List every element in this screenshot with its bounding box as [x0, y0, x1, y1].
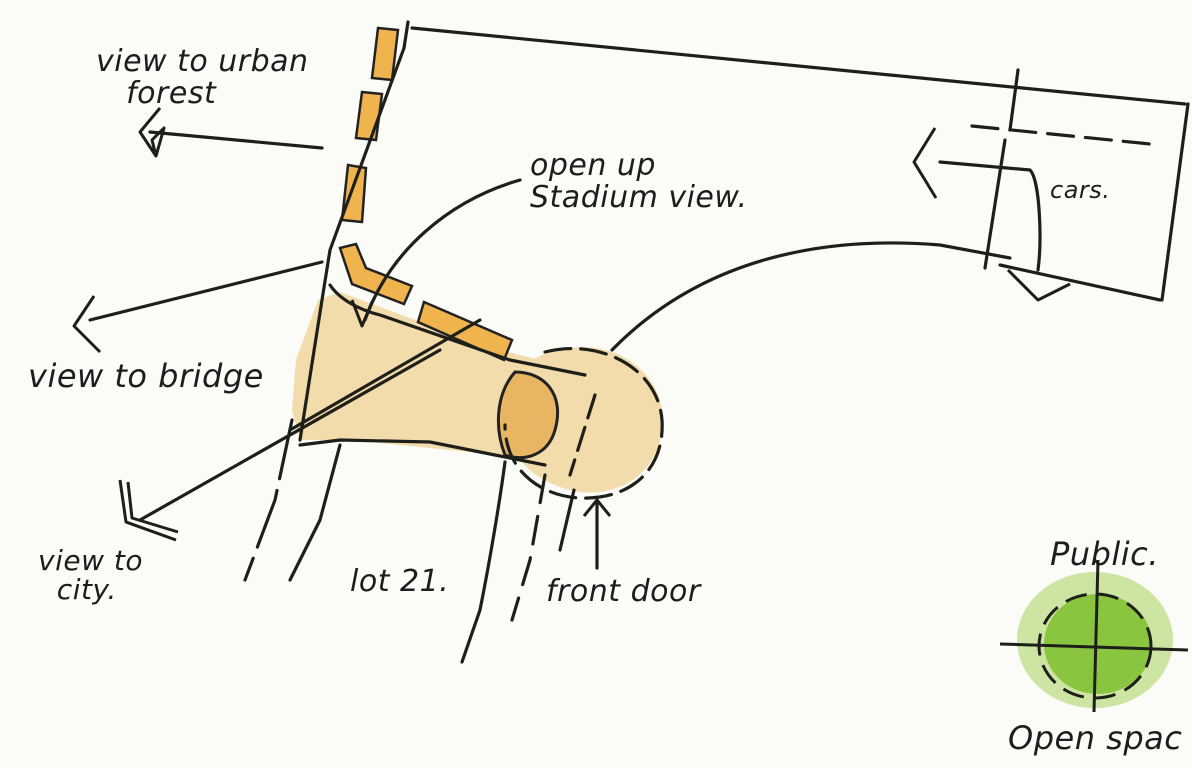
label-open-stadium-view: open up Stadium view.: [530, 150, 748, 213]
arrow-left-icon: [74, 296, 100, 352]
arrow-down-icon: [120, 480, 178, 540]
ink-strokes: [90, 22, 1188, 662]
arrow-left-icon: [914, 128, 936, 198]
label-view-urban-forest: view to urban forest: [96, 46, 309, 109]
label-public: Public.: [1050, 538, 1159, 572]
label-front-door: front door: [546, 576, 701, 608]
label-view-bridge: view to bridge: [28, 360, 264, 394]
label-open-space: Open spac: [1008, 722, 1182, 756]
label-lot: lot 21.: [350, 566, 449, 598]
park-symbol-icon: [1000, 560, 1188, 712]
label-view-city: view to city.: [38, 546, 143, 605]
label-cars: cars.: [1050, 178, 1110, 203]
